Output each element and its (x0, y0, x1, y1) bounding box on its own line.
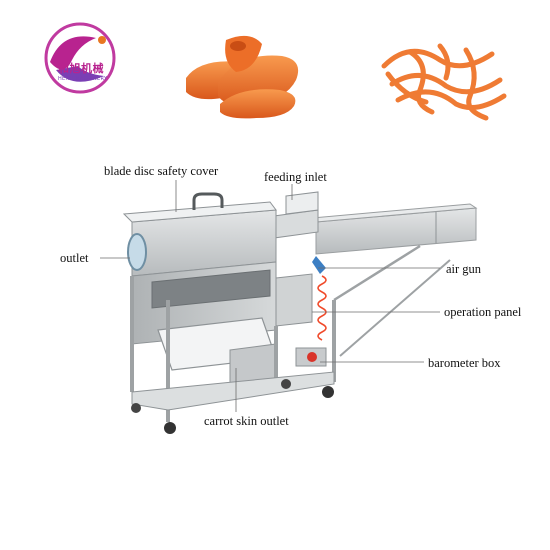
carrot-peeling-machine (122, 191, 478, 434)
callout-carrot-skin-outlet: carrot skin outlet (204, 414, 289, 428)
feeding-inlet-hopper (273, 209, 319, 239)
carrot-peels-image (381, 43, 507, 121)
whole-carrots-image (186, 35, 299, 119)
logo-brand-name: 和旭机械 (58, 62, 104, 75)
callout-air-gun: air gun (446, 262, 482, 276)
cover-handle (192, 192, 224, 210)
callout-operation-panel: operation panel (444, 305, 522, 319)
callout-blade-disc-safety-cover: blade disc safety cover (104, 164, 219, 178)
company-logo (44, 22, 116, 94)
logo-ring (44, 22, 116, 94)
outlet-port (127, 233, 147, 271)
pressure-gauge-icon (307, 352, 317, 362)
callout-outlet: outlet (60, 251, 89, 265)
leader-lines (100, 180, 440, 412)
logo-tagline: HEXU MACHINERY (58, 76, 108, 82)
air-gun (312, 256, 326, 274)
operation-panel-box (275, 273, 313, 327)
logo-swirl-icon (50, 36, 96, 70)
caster-wheels (131, 379, 334, 434)
air-hose-coil (317, 275, 327, 341)
support-strut (333, 244, 421, 302)
callout-feeding-inlet: feeding inlet (264, 170, 327, 184)
callout-barometer-box: barometer box (428, 356, 501, 370)
